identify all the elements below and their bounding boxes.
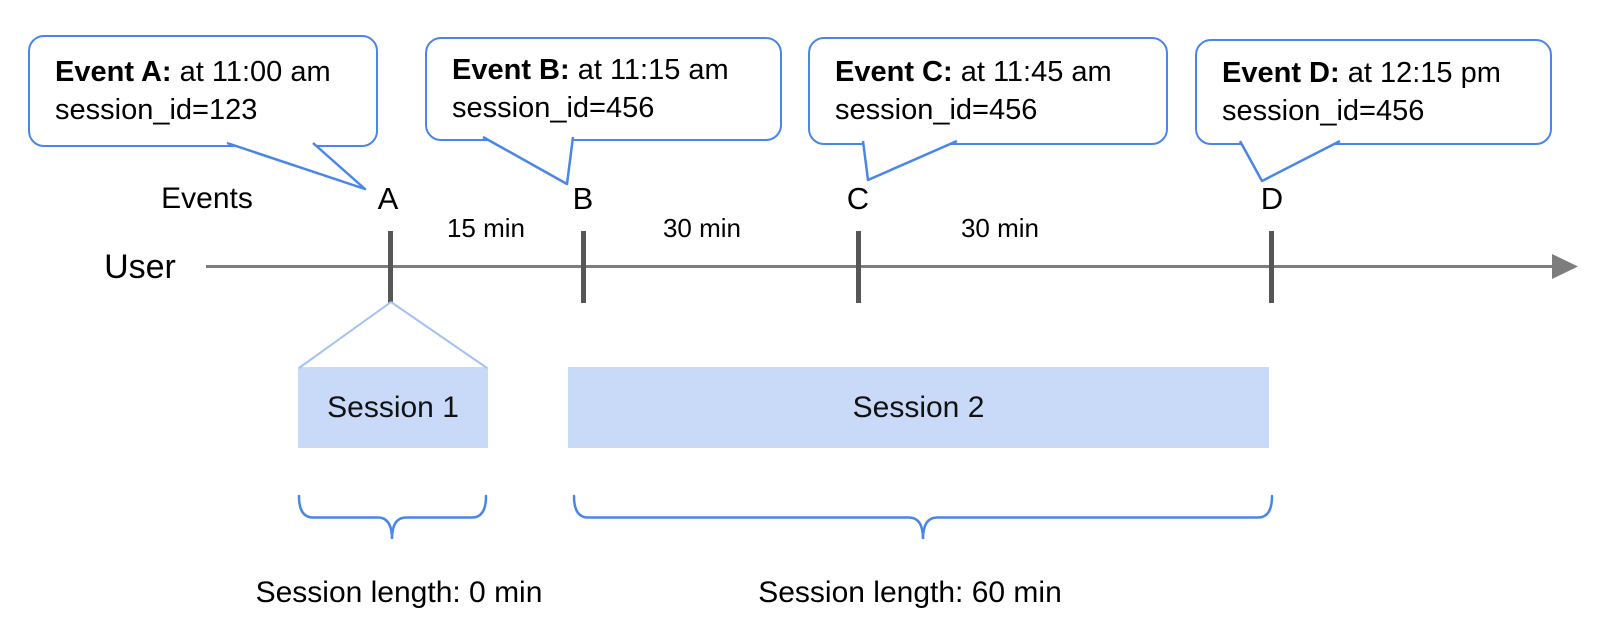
session-1-length-label: Session length: 0 min (255, 576, 543, 609)
event-c-time: at 11:45 am (960, 56, 1112, 88)
event-d-callout-line1: Event D: at 12:15 pm (1222, 54, 1550, 92)
callout-tail-b (482, 135, 575, 186)
event-a-time: at 11:00 am (179, 56, 331, 88)
interval-label-ab: 15 min (446, 213, 526, 243)
callout-tail-c (861, 139, 958, 182)
event-b-title: Event B: (452, 54, 570, 86)
user-axis-label: User (104, 248, 176, 286)
funnel-line-left (298, 301, 392, 369)
event-c-callout: Event C: at 11:45 am session_id=456 (808, 37, 1168, 145)
event-letter-c: C (846, 181, 870, 216)
session-2-label: Session 2 (852, 390, 985, 424)
event-letter-a: A (377, 181, 399, 216)
event-a-callout: Event A: at 11:00 am session_id=123 (28, 35, 378, 147)
event-c-callout-line1: Event C: at 11:45 am (835, 53, 1166, 91)
event-tick-c (856, 231, 861, 303)
event-d-time: at 12:15 pm (1347, 57, 1501, 89)
session-2-brace (572, 494, 1274, 540)
event-tick-a (388, 231, 393, 303)
interval-label-cd: 30 min (960, 213, 1040, 243)
events-axis-label: Events (161, 182, 253, 215)
event-d-callout: Event D: at 12:15 pm session_id=456 (1195, 39, 1552, 145)
event-letter-d: D (1260, 181, 1284, 216)
event-a-callout-line1: Event A: at 11:00 am (55, 53, 376, 91)
event-tick-d (1269, 231, 1274, 303)
event-a-title: Event A: (55, 56, 172, 88)
event-c-session-id: session_id=456 (835, 94, 1038, 126)
event-b-callout-line1: Event B: at 11:15 am (452, 51, 780, 89)
event-b-session-id: session_id=456 (452, 92, 655, 124)
event-b-time: at 11:15 am (577, 54, 729, 86)
user-timeline-line (206, 265, 1558, 268)
event-c-title: Event C: (835, 56, 953, 88)
event-d-title: Event D: (1222, 57, 1340, 89)
session-2-length-label: Session length: 60 min (758, 576, 1062, 609)
session-1-box: Session 1 (298, 367, 488, 448)
event-d-session-id: session_id=456 (1222, 95, 1425, 127)
event-b-callout: Event B: at 11:15 am session_id=456 (425, 37, 782, 141)
interval-label-bc: 30 min (662, 213, 742, 243)
funnel-line-right (390, 301, 488, 369)
event-letter-b: B (572, 181, 594, 216)
session-1-brace (297, 494, 488, 540)
event-a-session-id: session_id=123 (55, 94, 258, 126)
callout-tail-d (1238, 139, 1341, 183)
session-1-label: Session 1 (327, 390, 459, 424)
event-tick-b (581, 231, 586, 303)
session-2-box: Session 2 (568, 367, 1269, 448)
